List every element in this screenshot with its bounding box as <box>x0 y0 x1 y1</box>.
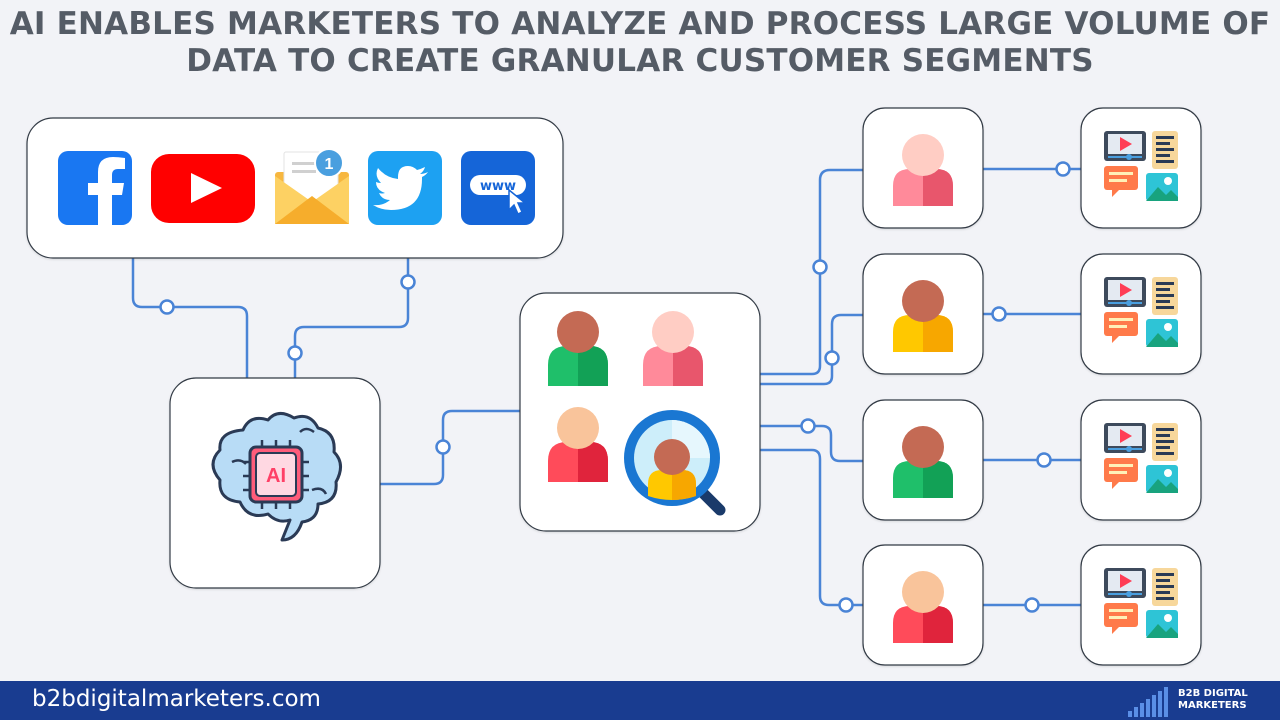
web-icon: www <box>461 151 535 225</box>
content-mix-icon <box>1104 131 1178 201</box>
title-line-1: AI ENABLES MARKETERS TO ANALYZE AND PROC… <box>9 6 1271 42</box>
ai-chip-label: AI <box>266 465 286 487</box>
segment-boxes <box>862 107 984 666</box>
youtube-icon <box>151 154 255 223</box>
brand-name: B2B DIGITAL MARKETERS <box>1178 688 1248 711</box>
footer-bar: b2bdigitalmarketers.com B2B DIGITAL MARK… <box>0 681 1280 720</box>
content-mix-icon <box>1104 423 1178 493</box>
magnifier-icon <box>624 410 726 516</box>
email-badge: 1 <box>325 156 334 173</box>
customer-group-icon <box>548 311 726 516</box>
content-box <box>1080 253 1202 375</box>
person-icon <box>548 311 608 386</box>
person-icon <box>643 311 703 386</box>
person-icon <box>548 407 608 482</box>
footer-url[interactable]: b2bdigitalmarketers.com <box>32 686 321 712</box>
data-sources-box: 1 www <box>26 117 564 259</box>
content-mix-icon <box>1104 568 1178 638</box>
twitter-icon <box>368 151 442 225</box>
person-icon <box>893 426 953 498</box>
connector-nodes <box>159 161 1071 613</box>
segment-box <box>862 253 984 375</box>
person-icon <box>893 571 953 643</box>
segment-box <box>862 107 984 229</box>
facebook-icon <box>58 151 132 225</box>
ai-brain-icon: AI <box>211 412 342 542</box>
title-line-2: DATA TO CREATE GRANULAR CUSTOMER SEGMENT… <box>186 43 1094 79</box>
content-boxes <box>1080 107 1202 666</box>
email-icon: 1 <box>275 148 349 224</box>
web-label: www <box>480 179 516 194</box>
content-box <box>1080 399 1202 521</box>
customers-box <box>519 292 761 532</box>
person-icon <box>893 280 953 352</box>
brand-logo-icon <box>1128 687 1168 717</box>
page-title: AI ENABLES MARKETERS TO ANALYZE AND PROC… <box>0 6 1280 80</box>
content-mix-icon <box>1104 277 1178 347</box>
content-box <box>1080 544 1202 666</box>
segment-box <box>862 399 984 521</box>
ai-box: AI <box>169 377 381 589</box>
content-box <box>1080 107 1202 229</box>
person-icon <box>893 134 953 206</box>
segment-box <box>862 544 984 666</box>
